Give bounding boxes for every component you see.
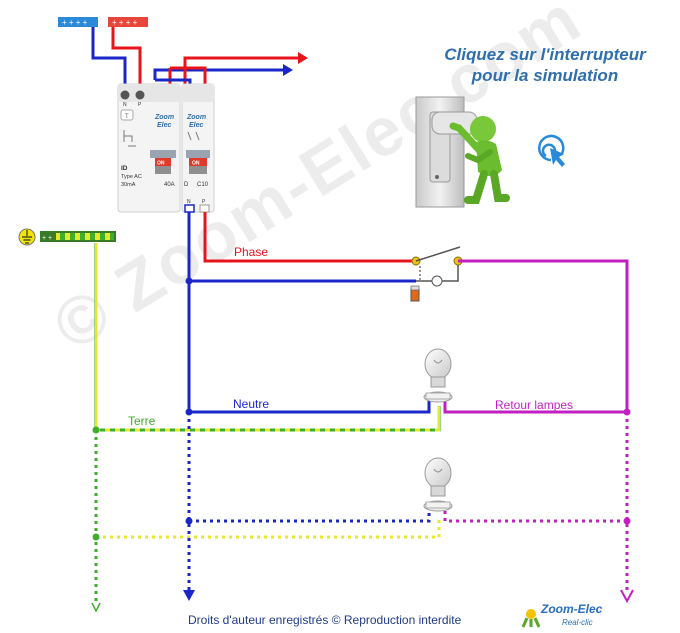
switch-schematic — [410, 246, 463, 302]
junction-dot — [92, 426, 100, 434]
supply-phase-wire — [111, 27, 142, 88]
label-terre: Terre — [128, 414, 156, 428]
svg-text:P: P — [138, 102, 142, 108]
earth-bar: + + — [18, 228, 116, 246]
differential-switch: N P T Zoom Elec ON ID Type AC 30mA 40A — [117, 83, 181, 213]
svg-text:+ +: + + — [42, 235, 52, 242]
arrow-right-icon — [298, 52, 308, 64]
svg-text:Elec: Elec — [157, 122, 172, 129]
svg-text:30mA: 30mA — [121, 182, 136, 188]
circuit-breaker-c10: Zoom Elec ON D C10 N P — [181, 83, 215, 213]
arrow-right-icon — [283, 64, 293, 76]
zoom-elec-logo: Zoom-Elec Real-clic — [521, 602, 603, 628]
bridge-phase — [170, 66, 207, 88]
svg-text:+ + + +: + + + + — [62, 18, 88, 27]
outgoing-neutral-top — [153, 68, 290, 80]
svg-text:+ + + +: + + + + — [112, 18, 138, 27]
junction-dot — [623, 408, 631, 416]
svg-text:Type AC: Type AC — [121, 174, 142, 180]
instruction-line-1: Cliquez sur l'interrupteur — [444, 45, 646, 64]
lamp-2 — [423, 457, 453, 512]
svg-text:Zoom: Zoom — [186, 114, 206, 121]
label-neutre: Neutre — [233, 397, 269, 411]
arrow-down-icon — [183, 590, 195, 601]
junction-dot — [185, 277, 193, 285]
svg-text:ON: ON — [157, 161, 165, 167]
svg-text:40A: 40A — [164, 182, 175, 188]
click-cursor-icon — [538, 134, 565, 167]
lamp-1 — [423, 348, 453, 403]
svg-text:Zoom-Elec: Zoom-Elec — [540, 602, 603, 616]
neutral-wire-dotted-2 — [189, 511, 431, 523]
junction-dot — [92, 533, 100, 541]
return-wire-dotted-2 — [443, 511, 627, 523]
supply-neutral-wire — [91, 27, 127, 88]
neutral-wire-down — [187, 281, 431, 414]
label-phase: Phase — [234, 245, 268, 259]
arrow-down-icon — [91, 602, 101, 613]
phase-supply-bar: + + + + — [108, 17, 148, 27]
svg-text:Zoom: Zoom — [154, 114, 174, 121]
return-wire — [443, 259, 629, 414]
svg-text:P: P — [202, 199, 206, 205]
junction-dot — [185, 517, 193, 525]
instruction-text: Cliquez sur l'interrupteur pour la simul… — [420, 44, 670, 86]
svg-text:Real-clic: Real-clic — [562, 618, 593, 627]
green-figure — [449, 116, 510, 204]
junction-dot — [185, 408, 193, 416]
neutral-supply-bar: + + + + — [58, 17, 98, 27]
copyright-footer: Droits d'auteur enregistrés © Reproducti… — [188, 613, 462, 627]
arrow-down-icon — [620, 589, 634, 604]
instruction-line-2: pour la simulation — [471, 66, 619, 85]
neutral-wire — [187, 212, 416, 283]
earth-wire — [94, 243, 441, 432]
svg-text:Elec: Elec — [189, 122, 204, 129]
svg-text:T: T — [125, 114, 129, 120]
phase-wire — [203, 212, 416, 263]
outgoing-phase-top — [183, 56, 305, 88]
svg-text:N: N — [123, 102, 127, 108]
interrupteur-switch[interactable] — [415, 96, 510, 208]
svg-text:D: D — [184, 182, 189, 188]
svg-text:ON: ON — [192, 161, 200, 167]
svg-text:ID: ID — [121, 165, 128, 172]
label-retour-lampes: Retour lampes — [495, 398, 573, 412]
svg-text:C10: C10 — [197, 182, 209, 188]
earth-wire-dotted-2 — [96, 519, 441, 539]
junction-dot — [623, 517, 631, 525]
svg-text:N: N — [187, 199, 191, 205]
